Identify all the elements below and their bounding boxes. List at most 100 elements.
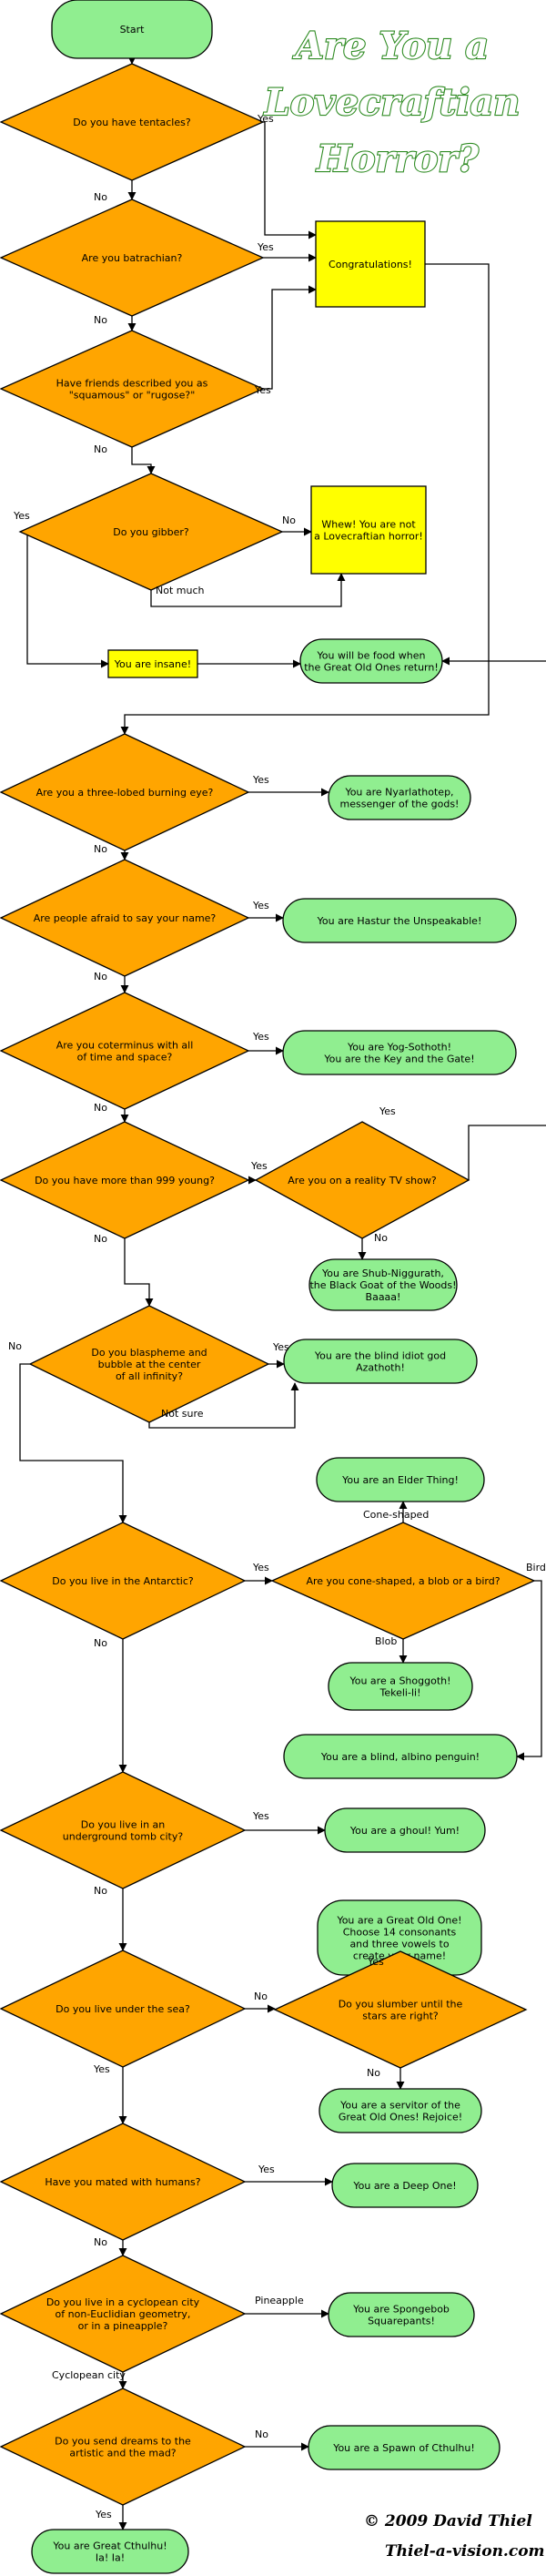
node-text: You are a ghoul! Yum! bbox=[349, 1825, 460, 1837]
node-text: You are a servitor of the bbox=[339, 2100, 460, 2112]
node-young: Do you have more than 999 young? bbox=[0, 1121, 250, 1239]
node-text: Congratulations! bbox=[329, 259, 412, 270]
decision-shape bbox=[273, 1950, 528, 2069]
edge-label-batrachian-squamous: No bbox=[94, 314, 107, 326]
decision-shape bbox=[0, 1121, 250, 1239]
node-text: stars are right? bbox=[362, 2011, 439, 2022]
edge-label-mated-deepone: Yes bbox=[258, 2164, 275, 2175]
edge-label-cyclopean-spongebob: Pineapple bbox=[255, 2295, 304, 2306]
node-text: You are a Great Old One! bbox=[336, 1915, 461, 1927]
node-text: the Black Goat of the Woods! bbox=[309, 1279, 456, 1291]
result-box bbox=[315, 220, 426, 308]
node-text: Great Old Ones! Rejoice! bbox=[339, 2112, 462, 2123]
node-realitytv: Are you on a reality TV show? bbox=[254, 1121, 470, 1239]
node-text: Baaaa! bbox=[366, 1291, 401, 1303]
node-elderthing: You are an Elder Thing! bbox=[316, 1457, 485, 1502]
outcome-box bbox=[282, 1030, 517, 1075]
node-text: You are Yog-Sothoth! bbox=[347, 1042, 451, 1054]
outcome-box bbox=[31, 2529, 189, 2574]
node-text: Are you coterminus with all bbox=[56, 1040, 194, 1052]
edge-coneshaped-penguin bbox=[516, 1580, 542, 1761]
edge-label-coneshaped-penguin: Bird bbox=[526, 1562, 546, 1573]
decision-shape bbox=[270, 1522, 536, 1640]
node-text: Are you cone-shaped, a blob or a bird? bbox=[306, 1575, 500, 1587]
decision-shape bbox=[28, 1305, 270, 1423]
node-text: You are Nyarlathotep, bbox=[344, 787, 453, 799]
start-terminal bbox=[51, 0, 213, 59]
node-afraid: Are people afraid to say your name? bbox=[0, 859, 250, 977]
node-text: You are the Key and the Gate! bbox=[323, 1054, 474, 1065]
node-text: You are a Deep One! bbox=[352, 2180, 456, 2192]
outcome-box bbox=[282, 898, 517, 943]
node-text: Do you live in an bbox=[81, 1819, 166, 1831]
edge-label-tentacles-batrachian: No bbox=[94, 191, 107, 203]
outcome-box bbox=[318, 2088, 482, 2133]
edge-label-antarctic-tombcity: No bbox=[94, 1637, 107, 1649]
node-hastur: You are Hastur the Unspeakable! bbox=[282, 898, 517, 943]
edge-label-tombcity-ghoul: Yes bbox=[252, 1810, 269, 1822]
edge-label-coterminus-yogsothoth: Yes bbox=[252, 1031, 269, 1043]
outcome-box bbox=[308, 2425, 500, 2470]
outcome-box bbox=[316, 1457, 485, 1502]
node-shoggoth: You are a Shoggoth!Tekeli-li! bbox=[328, 1662, 473, 1711]
credit-copyright: © 2009 David Thiel bbox=[364, 2512, 532, 2530]
outcome-box bbox=[328, 775, 471, 820]
node-cthulhu: You are Great Cthulhu!Ia! Ia! bbox=[31, 2529, 189, 2574]
node-text: Are people afraid to say your name? bbox=[34, 912, 217, 924]
node-text: of all infinity? bbox=[116, 1370, 183, 1382]
node-batrachian: Are you batrachian? bbox=[0, 199, 265, 317]
decision-shape bbox=[0, 1950, 247, 2068]
edge-label-tentacles-congrats: Yes bbox=[257, 113, 274, 125]
node-coneshaped: Are you cone-shaped, a blob or a bird? bbox=[270, 1522, 536, 1640]
node-text: You are Spongebob bbox=[352, 2304, 450, 2316]
outcome-box bbox=[324, 1807, 486, 1853]
node-text: You are a Spawn of Cthulhu! bbox=[332, 2442, 475, 2454]
edge-label-undersea-slumber: No bbox=[254, 1991, 268, 2002]
decision-shape bbox=[18, 473, 284, 591]
outcome-box bbox=[299, 638, 443, 684]
edge-label-threelobed-afraid: No bbox=[94, 843, 107, 855]
decision-shape bbox=[0, 2255, 247, 2373]
edge-label-squamous-congrats: Yes bbox=[254, 384, 271, 396]
node-gibber: Do you gibber? bbox=[18, 473, 284, 591]
edge-label-antarctic-coneshaped: Yes bbox=[252, 1562, 269, 1573]
node-text: You are insane! bbox=[114, 658, 191, 670]
node-text: underground tomb city? bbox=[63, 1831, 184, 1843]
decision-shape bbox=[0, 330, 265, 448]
node-text: You are the blind idiot god bbox=[314, 1350, 446, 1362]
node-text: You are a blind, albino penguin! bbox=[320, 1751, 480, 1763]
node-text: "squamous" or "rugose?" bbox=[69, 390, 196, 402]
node-text: Have friends described you as bbox=[56, 378, 208, 390]
node-text: You will be food when bbox=[317, 650, 426, 662]
node-text: Do you gibber? bbox=[113, 526, 189, 538]
node-text: Start bbox=[120, 24, 146, 36]
edge-label-blaspheme-azathoth: Yes bbox=[272, 1341, 289, 1353]
node-text: You are an Elder Thing! bbox=[341, 1474, 459, 1486]
node-penguin: You are a blind, albino penguin! bbox=[283, 1734, 518, 1779]
title-line: Horror? bbox=[316, 137, 479, 180]
node-text: Do you have more than 999 young? bbox=[35, 1175, 215, 1186]
edge-blaspheme-antarctic bbox=[19, 1363, 127, 1523]
decision-shape bbox=[0, 992, 250, 1110]
edge-label-blaspheme-azathoth: Not sure bbox=[161, 1408, 204, 1420]
edge-gibber-whew bbox=[150, 573, 346, 607]
node-text: Do you have tentacles? bbox=[73, 117, 191, 128]
node-shubniggurath: You are Shub-Niggurath,the Black Goat of… bbox=[308, 1258, 458, 1311]
edge-blaspheme-azathoth bbox=[148, 1382, 299, 1429]
node-tentacles: Do you have tentacles? bbox=[0, 63, 265, 181]
decision-shape bbox=[0, 2388, 247, 2506]
node-text: Do you live in a cyclopean city bbox=[46, 2296, 200, 2308]
node-text: Are you a three-lobed burning eye? bbox=[36, 787, 214, 799]
outcome-box bbox=[328, 2292, 475, 2337]
node-text: artistic and the mad? bbox=[69, 2448, 176, 2459]
node-text: You are a Shoggoth! bbox=[349, 1675, 450, 1687]
edge-label-afraid-hastur: Yes bbox=[252, 900, 269, 911]
node-start: Start bbox=[51, 0, 213, 59]
node-text: Squarepants! bbox=[368, 2316, 435, 2327]
